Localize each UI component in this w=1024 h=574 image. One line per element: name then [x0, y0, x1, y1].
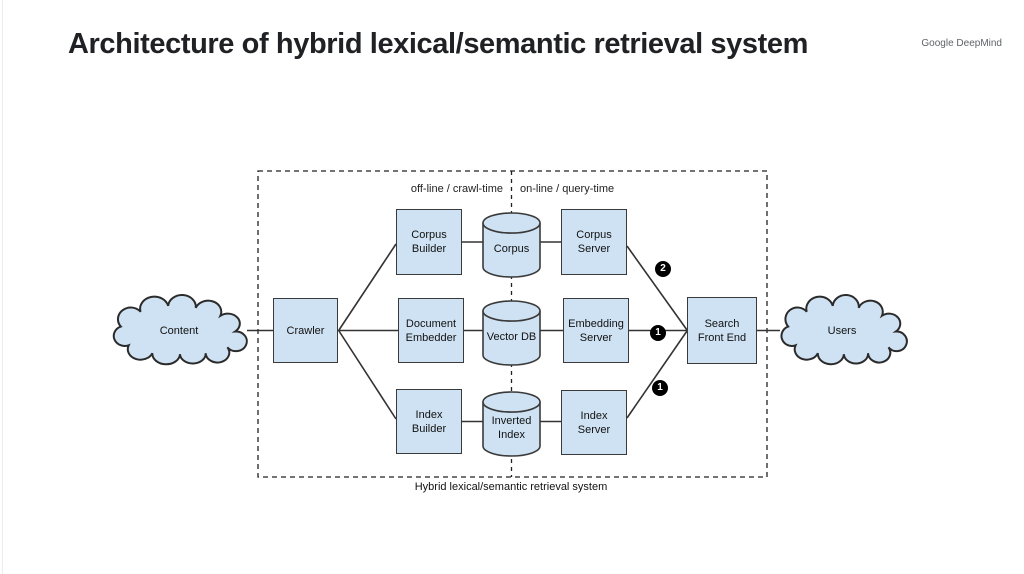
step-badge-1-embedding-server-edge: 1 [650, 325, 666, 341]
inverted-index-cylinder-top [482, 391, 541, 413]
node-index-server: Index Server [561, 390, 627, 455]
corpus-db-cylinder-top [482, 212, 541, 234]
slide-title: Architecture of hybrid lexical/semantic … [68, 28, 808, 60]
zone-label-online: on-line / query-time [520, 183, 615, 195]
database-cylinders [482, 212, 541, 457]
node-corpus-server: Corpus Server [561, 209, 627, 275]
step-badge-1-index-server-edge: 1 [652, 380, 668, 396]
node-document-embedder: Document Embedder [398, 298, 464, 363]
vector-db-cylinder-top [482, 300, 541, 322]
node-corpus-builder: Corpus Builder [396, 209, 462, 275]
users-cloud-shape [781, 295, 906, 364]
connector-lines [247, 241, 780, 423]
node-embedding-server: Embedding Server [563, 298, 629, 363]
connector-index-server-search-front-end [626, 330, 688, 419]
node-search-front-end: Search Front End [687, 297, 757, 364]
step-badge-2-corpus-server-edge: 2 [655, 261, 671, 277]
cloud-shapes [114, 295, 907, 364]
system-boundary-dashed-box [257, 170, 768, 478]
connector-crawler-index-builder [338, 330, 397, 420]
node-crawler: Crawler [273, 298, 338, 363]
node-index-builder: Index Builder [396, 389, 462, 454]
brand-logo-text: Google DeepMind [921, 38, 1002, 49]
system-boundary-caption: Hybrid lexical/semantic retrieval system [414, 481, 608, 493]
content-cloud-shape [114, 295, 247, 364]
connector-crawler-corpus-builder [338, 243, 397, 331]
connector-corpus-server-search-front-end [626, 245, 688, 331]
zone-label-offline: off-line / crawl-time [410, 183, 503, 195]
slide-left-edge-line [2, 0, 3, 574]
